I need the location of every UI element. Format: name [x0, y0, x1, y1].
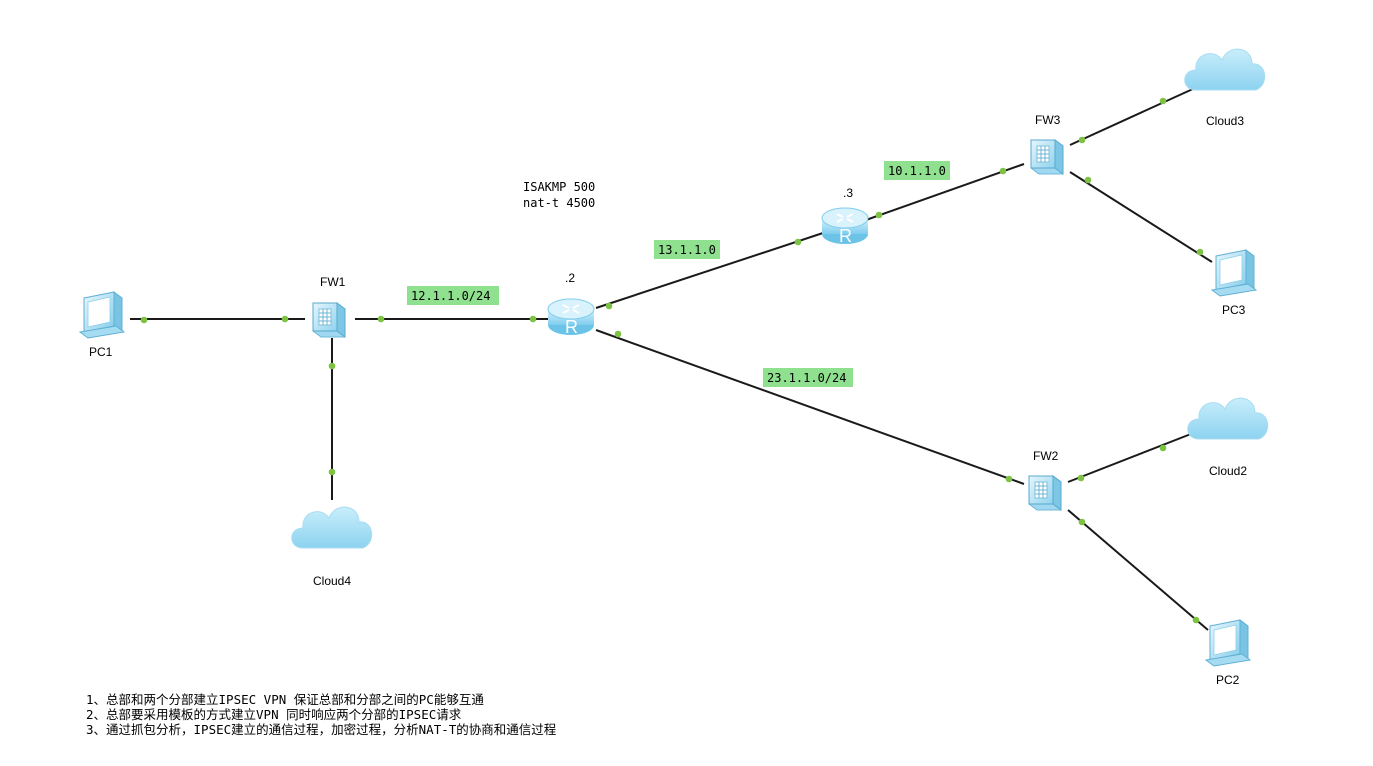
protocol-note-line1: ISAKMP 500 [523, 180, 595, 194]
network-labels: 12.1.1.0/24 13.1.1.0 10.1.1.0 23.1.1.0/2… [407, 161, 950, 387]
cloud-icon [291, 506, 373, 549]
port-dot [605, 302, 613, 310]
requirement-item: 2、总部要采用模板的方式建立VPN 同时响应两个分部的IPSEC请求 [86, 707, 462, 722]
cloud2-label: Cloud2 [1209, 464, 1247, 478]
router-glyph: R [839, 226, 852, 246]
link-fw3-pc3 [1069, 171, 1213, 263]
port-dots [140, 97, 1204, 624]
link-r2-fw2 [595, 329, 1025, 485]
net-label-bg [654, 240, 720, 259]
cloud3-label: Cloud3 [1206, 114, 1244, 128]
net-label-bg [763, 368, 853, 387]
port-dot [614, 330, 622, 338]
net-label-bg [407, 286, 499, 305]
firewall-icon [1028, 475, 1062, 511]
cloud4-label: Cloud4 [313, 574, 351, 588]
port-dot [1005, 475, 1013, 483]
pc2-device[interactable]: PC2 [1205, 619, 1251, 687]
port-dot [999, 167, 1007, 175]
fw1-device[interactable]: FW1 [312, 275, 346, 338]
port-dot [1078, 136, 1086, 144]
firewall-icon [312, 302, 346, 338]
link-r2-r3 [595, 231, 827, 309]
router-glyph: R [565, 317, 578, 337]
cloud3-device[interactable]: Cloud3 [1184, 48, 1266, 128]
fw2-label: FW2 [1033, 449, 1059, 463]
cloud2-device[interactable]: Cloud2 [1187, 397, 1269, 478]
port-dot [328, 468, 336, 476]
requirement-item: 1、总部和两个分部建立IPSEC VPN 保证总部和分部之间的PC能够互通 [86, 692, 484, 707]
requirements-list: 1、总部和两个分部建立IPSEC VPN 保证总部和分部之间的PC能够互通 2、… [86, 692, 556, 737]
port-dot [1077, 474, 1085, 482]
port-dot [1192, 616, 1200, 624]
protocol-note-line2: nat-t 4500 [523, 196, 595, 210]
port-dot [794, 238, 802, 246]
pc3-device[interactable]: PC3 [1211, 249, 1257, 317]
firewall-icon [1030, 139, 1064, 175]
router-r2-address: .2 [565, 271, 575, 285]
pc-icon [1211, 249, 1257, 297]
protocol-note: ISAKMP 500 nat-t 4500 [523, 180, 595, 210]
cloud4-device[interactable]: Cloud4 [291, 506, 373, 588]
link-fw2-cloud2 [1067, 431, 1197, 483]
net-label-10: 10.1.1.0 [888, 164, 946, 178]
pc3-label: PC3 [1222, 303, 1246, 317]
fw2-device[interactable]: FW2 [1028, 449, 1062, 511]
link-fw3-cloud3 [1069, 87, 1196, 146]
net-label-13: 13.1.1.0 [658, 243, 716, 257]
port-dot [328, 362, 336, 370]
port-dot [1196, 248, 1204, 256]
link-r3-fw3 [865, 163, 1025, 221]
fw1-label: FW1 [320, 275, 346, 289]
net-label-23: 23.1.1.0/24 [767, 371, 846, 385]
port-dot [281, 315, 289, 323]
port-dot [140, 316, 148, 324]
pc1-label: PC1 [89, 345, 113, 359]
link-fw2-pc2 [1067, 509, 1209, 631]
port-dot [377, 315, 385, 323]
port-dot [1159, 444, 1167, 452]
port-dot [1084, 176, 1092, 184]
net-label-12: 12.1.1.0/24 [411, 289, 490, 303]
requirement-item: 3、通过抓包分析，IPSEC建立的通信过程，加密过程，分析NAT-T的协商和通信… [86, 722, 557, 737]
router-r3-device[interactable]: R .3 [821, 186, 869, 246]
router-r3-address: .3 [843, 186, 853, 200]
pc2-label: PC2 [1216, 673, 1240, 687]
port-dot [529, 315, 537, 323]
fw3-device[interactable]: FW3 [1030, 113, 1064, 175]
pc1-device[interactable]: PC1 [79, 291, 125, 359]
net-label-bg [884, 161, 950, 180]
pc-icon [79, 291, 125, 339]
cloud-icon [1187, 397, 1269, 440]
cloud-icon [1184, 48, 1266, 91]
port-dot [1159, 97, 1167, 105]
port-dot [875, 211, 883, 219]
router-r2-device[interactable]: R .2 [547, 271, 595, 337]
fw3-label: FW3 [1035, 113, 1061, 127]
pc-icon [1205, 619, 1251, 667]
port-dot [1078, 518, 1086, 526]
